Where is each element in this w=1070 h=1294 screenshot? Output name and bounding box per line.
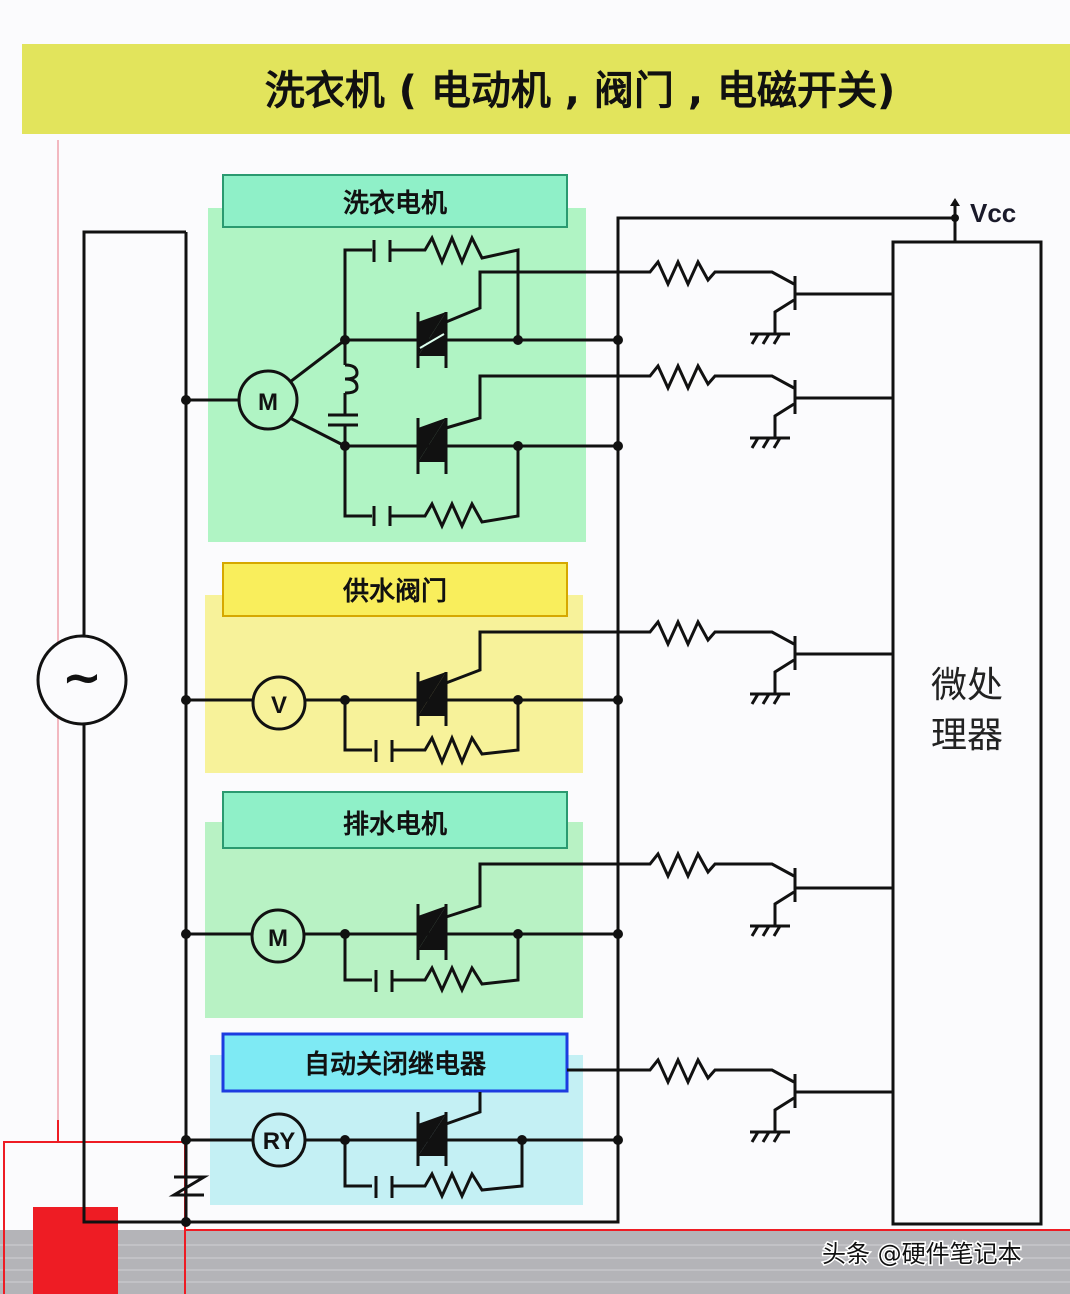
drain-motor-icon <box>250 908 306 964</box>
driver-resistor-icon <box>618 618 795 648</box>
driver-resistor-icon <box>618 258 795 288</box>
ac-source-icon <box>36 634 128 726</box>
ac-source-symbol: ~ <box>62 650 102 706</box>
ac-supply-wire <box>82 230 186 1224</box>
triac-icon <box>416 672 448 726</box>
driver-resistor-icon <box>618 1056 795 1086</box>
wash-motor-symbol: M <box>258 389 278 416</box>
section-water-valve-label: 供水阀门 <box>342 577 447 607</box>
section-wash-motor-label: 洗衣电机 <box>343 188 447 219</box>
triac-icon <box>416 904 448 960</box>
section-water-valve-header <box>222 562 568 617</box>
page-title: 洗衣机 ( 电动机 , 阀门 , 电磁开关) <box>265 68 896 114</box>
section-drain-motor-bg <box>205 822 583 1018</box>
triac-icon <box>416 418 448 474</box>
section-drain-motor-header <box>222 791 568 849</box>
drain-motor-symbol: M <box>268 925 288 952</box>
section-wash-motor-header <box>222 174 568 228</box>
microprocessor-box <box>891 240 1043 1226</box>
driver-resistor-icon <box>618 362 795 392</box>
valve-symbol: V <box>271 692 287 719</box>
red-block <box>33 1207 118 1294</box>
section-drain-motor-label: 排水电机 <box>343 810 447 840</box>
common-bus <box>186 216 955 1224</box>
bottom-strip <box>0 1230 1070 1294</box>
section-relay-label: 自动关闭继电器 <box>304 1049 487 1080</box>
vcc-label: Vcc <box>970 198 1016 228</box>
door-switch-icon <box>168 1175 210 1197</box>
triac-icon <box>416 1112 448 1166</box>
relay-symbol: RY <box>263 1128 295 1155</box>
driver-resistor-icon <box>618 850 795 880</box>
watermark: 头条 @硬件笔记本 <box>822 1240 1022 1268</box>
microprocessor-label-line2: 理器 <box>931 715 1003 756</box>
title-bar <box>22 44 1070 134</box>
microprocessor-label-line1: 微处 <box>931 665 1003 706</box>
section-water-valve-bg <box>205 595 583 773</box>
vcc-arrow-icon <box>950 198 960 206</box>
section-relay-header <box>221 1032 569 1093</box>
wash-motor-icon <box>237 369 299 431</box>
inductor-icon <box>344 363 359 395</box>
valve-icon <box>251 675 307 731</box>
